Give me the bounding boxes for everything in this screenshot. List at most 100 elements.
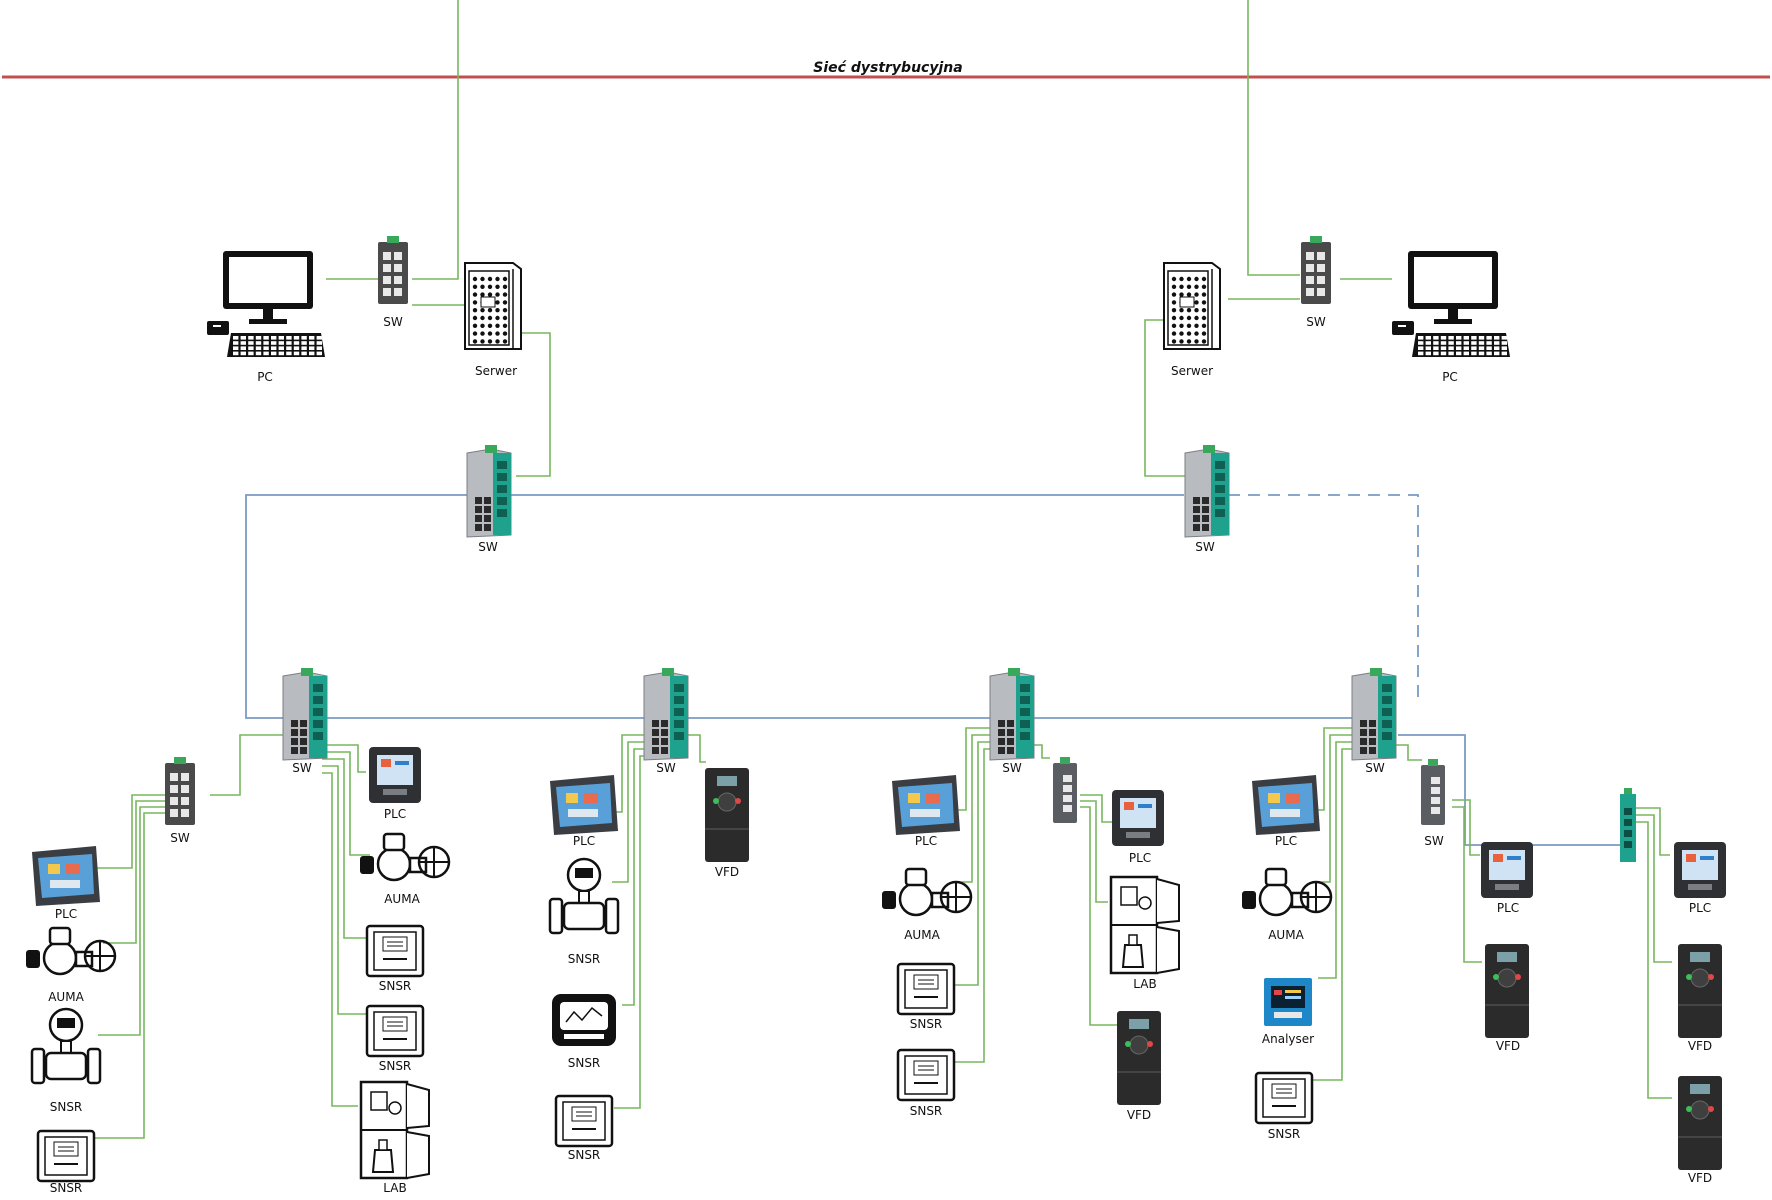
auma-z4-icon [1242, 867, 1333, 917]
ethernet-link [103, 800, 166, 944]
plc-z1-icon [369, 747, 421, 803]
snsr-a-z3-label: SNSR [910, 1017, 943, 1031]
field-switch-zone-4-label: SW [1365, 761, 1385, 775]
office-switch-left-icon [378, 236, 408, 304]
ethernet-link [1080, 794, 1112, 823]
snsr-flow-z1-label: SNSR [50, 1100, 83, 1114]
access-switch-zone-4-label: SW [1424, 834, 1444, 848]
lab-z1-icon [359, 1080, 430, 1180]
snsr-transmitter-z2-label: SNSR [568, 1148, 601, 1162]
plc-hmi-z1-label: PLC [55, 907, 77, 921]
plc-hmi-z2-label: PLC [573, 834, 595, 848]
distribution-network-label: Sieć dystrybucyjna [813, 60, 962, 76]
field-switch-zone-2-icon [643, 668, 689, 761]
snsr-b-z3-label: SNSR [910, 1104, 943, 1118]
vfd-z4-icon [1485, 944, 1529, 1038]
ethernet-link [1394, 744, 1422, 761]
connection-lines [2, 0, 1770, 1139]
pc-right-icon [1392, 251, 1510, 357]
field-switch-zone-3-label: SW [1002, 761, 1022, 775]
plc-hmi-z2-icon [550, 775, 618, 835]
ethernet-link [1080, 806, 1118, 1026]
ethernet-link [210, 734, 284, 796]
field-switch-zone-1-label: SW [292, 761, 312, 775]
access-switch-zone-3-icon [1053, 757, 1077, 823]
ethernet-link [95, 794, 166, 869]
auma-z3-label: AUMA [904, 928, 940, 942]
ethernet-link [686, 734, 706, 763]
snsr-transmitter-z4-icon [1254, 1071, 1314, 1125]
snsr-transmitter-z1-icon [36, 1129, 96, 1183]
server-right-icon [1163, 262, 1221, 350]
snsr-transmitter-z1-label: SNSR [50, 1181, 83, 1195]
ethernet-link [1247, 0, 1300, 276]
plc-hmi-z1-icon [32, 846, 100, 906]
ethernet-link [614, 755, 646, 1109]
ethernet-link [90, 812, 166, 1139]
ethernet-link [322, 751, 370, 856]
plc-z4-icon [1481, 842, 1533, 898]
access-switch-zone-1-icon [165, 757, 195, 825]
plc-hmi-z4-icon [1252, 775, 1320, 835]
server-left-icon [464, 262, 522, 350]
office-switch-right-icon [1301, 236, 1331, 304]
analyser-z4-label: Analyser [1262, 1032, 1314, 1046]
ethernet-link [98, 806, 166, 1036]
snsr-transmitter-z2-icon [554, 1094, 614, 1148]
core-switch-left-icon [466, 445, 512, 538]
vfd-z4c-label: VFD [1688, 1171, 1712, 1185]
plc-z1-label: PLC [384, 807, 406, 821]
ethernet-link [322, 758, 370, 939]
office-switch-left-label: SW [383, 315, 403, 329]
auma-z1-icon [26, 926, 117, 976]
auma-z4-label: AUMA [1268, 928, 1304, 942]
snsr-flow-z1-icon [30, 1007, 102, 1085]
snsr-controller-z2-label: SNSR [568, 1056, 601, 1070]
fiber-link [245, 494, 468, 719]
ethernet-link [952, 741, 992, 986]
plc-hmi-z3-label: PLC [915, 834, 937, 848]
fiber-link [1398, 734, 1620, 846]
ethernet-link [322, 744, 366, 773]
ethernet-link [612, 741, 646, 883]
analyser-z4-icon [1264, 978, 1312, 1026]
vfd-z3-icon [1117, 1011, 1161, 1105]
core-switch-right-label: SW [1195, 540, 1215, 554]
ethernet-link [1452, 806, 1482, 963]
field-switch-zone-1-icon [282, 668, 328, 761]
vfd-z4b-label: VFD [1688, 1039, 1712, 1053]
auma-z1b-label: AUMA [384, 892, 420, 906]
lab-z1-label: LAB [383, 1181, 406, 1195]
vfd-z4-label: VFD [1496, 1039, 1520, 1053]
snsr-flow-z2-icon [548, 857, 620, 935]
ethernet-link [956, 727, 992, 811]
snsr-flow-z2-label: SNSR [568, 952, 601, 966]
plc-z4b-icon [1674, 842, 1726, 898]
auma-z3-icon [882, 867, 973, 917]
vfd-z4c-icon [1678, 1076, 1722, 1170]
ethernet-link [322, 772, 358, 1107]
ethernet-link [614, 734, 646, 813]
snsr-b-z3-icon [896, 1048, 956, 1102]
plc-z4-label: PLC [1497, 901, 1519, 915]
ethernet-link [1318, 741, 1352, 979]
core-switch-right-icon [1184, 445, 1230, 538]
ethernet-link [952, 748, 992, 1063]
vfd-z2-icon [705, 768, 749, 862]
office-switch-right-label: SW [1306, 315, 1326, 329]
ethernet-link [1316, 727, 1352, 811]
ethernet-link [516, 332, 551, 477]
plc-hmi-z3-icon [892, 775, 960, 835]
access-switch-zone-1-label: SW [170, 831, 190, 845]
pc-left-icon [207, 251, 325, 357]
plc-z3-icon [1112, 790, 1164, 846]
plc-hmi-z4-label: PLC [1275, 834, 1297, 848]
ethernet-link [1452, 799, 1480, 856]
ethernet-link [1032, 744, 1050, 759]
fiber-redundant-link [1228, 494, 1419, 700]
rail-switch-zone-4-icon [1620, 788, 1636, 862]
access-switch-zone-4-icon [1421, 759, 1445, 825]
ethernet-link [1636, 821, 1672, 1099]
server-left-label: Serwer [475, 364, 517, 378]
